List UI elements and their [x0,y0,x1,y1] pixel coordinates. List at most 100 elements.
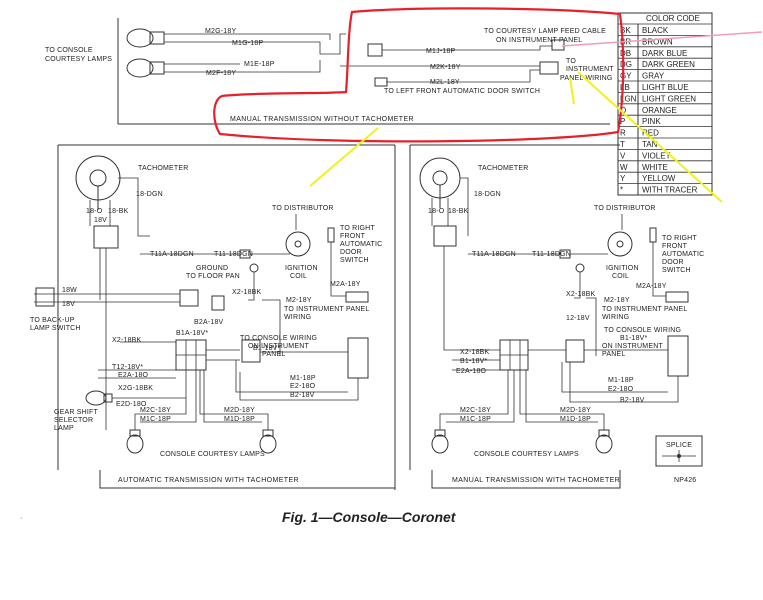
color-code-title: COLOR CODE [646,14,700,23]
connector-icon [539,61,559,75]
courtesy-lamp-icon [126,28,165,48]
wire-e2-18o: E2-18O [290,383,316,390]
color-code-name: DARK GREEN [642,60,695,69]
color-code-name: TAN [642,140,658,149]
connector-icon [367,43,383,57]
wire-m2d: M2D-18Y [224,407,255,414]
to-console-courtesy-lamps-label-2: COURTESY LAMPS [45,56,112,63]
color-code-abbrev: O [620,106,626,115]
top-diagram: TO CONSOLE COURTESY LAMPS M2G-18Y M1G-18… [45,18,614,125]
console-courtesy-lamp-icon [431,429,449,454]
color-code-abbrev: DG [620,60,632,69]
to-console-courtesy-lamps-label: TO CONSOLE [45,47,93,54]
wire-m1d: M1D-18P [224,416,255,423]
wire-m2-18y-r: M2-18Y [604,297,630,304]
courtesy-lamp-feed-label-2: ON INSTRUMENT PANEL [496,37,582,44]
wire-m1e-label: M1E-18P [244,61,275,68]
color-code-abbrev: LGN [620,94,637,103]
wire-m2l-label: M2L-18Y [430,79,460,86]
right-front-door-label: TO RIGHT [340,225,375,232]
wire-m1j-label: M1J-18P [426,48,456,55]
color-code-table: COLOR CODE BKBLACKBRBROWNDBDARK BLUEDGDA… [617,12,713,196]
wire-b1a: B1A-18V* [176,330,208,337]
wire-e2a: E2A-18O [118,372,149,379]
wire-m2a-r: M2A-18Y [636,283,667,290]
wire-t11a: T11A-18DGN [150,251,194,258]
yellow-arrow [569,77,575,105]
wire-b2-18v: B2-18V [290,392,315,399]
color-code-name: YELLOW [642,174,676,183]
wire-m2-18y: M2-18Y [286,297,312,304]
wire-18-o: 18-O [86,208,103,215]
backup-switch-label-2: LAMP SWITCH [30,325,81,332]
to-console-wiring-label-r-3: PANEL [602,351,625,358]
wire-m2a: M2A-18Y [330,281,361,288]
wire-t11a-r: T11A-18DGN [472,251,516,258]
right-front-door-label-3: AUTOMATIC [340,241,382,248]
color-code-abbrev: T [620,140,625,149]
gear-shift-label: GEAR SHIFT [54,409,99,416]
gear-shift-label-2: SELECTOR [54,417,93,424]
wire-18w: 18W [62,287,77,294]
ignition-coil-label-r: IGNITION [606,265,639,272]
wire-m2d-r: M2D-18Y [560,407,591,414]
color-code-abbrev: DB [620,49,631,58]
color-code-name: PINK [642,117,661,126]
ground-icon [575,263,585,273]
wire-m1-18p: M1-18P [290,375,316,382]
color-code-abbrev: Y [620,174,626,183]
wire-b1-18v-r: B1-18V* [460,358,488,365]
console-courtesy-lamp-icon [259,429,277,454]
ignition-coil-label-2: COIL [290,273,307,280]
right-front-door-label-r-4: DOOR [662,259,684,266]
figure-title: Fig. 1—Console—Coronet [282,509,457,525]
tachometer-label-r: TACHOMETER [478,165,528,172]
wire-b2-18v-r: B2-18V [620,397,645,404]
ignition-coil-label-r-2: COIL [612,273,629,280]
color-code-name: BLACK [642,26,669,35]
wire-b2a: B2A-18V [194,319,224,326]
console-courtesy-lamps-label: CONSOLE COURTESY LAMPS [160,451,265,458]
to-console-wiring-label-3: PANEL [262,351,285,358]
to-instrument-panel-label-r: TO INSTRUMENT PANEL [602,306,687,313]
yellow-arrow [577,71,723,203]
margin-mark: · [20,515,23,522]
wire-m2k-label: M2K-18Y [430,64,461,71]
to-console-wiring-label: TO CONSOLE WIRING [240,335,317,342]
color-code-abbrev: W [620,163,628,172]
wire-m2c-r: M2C-18Y [460,407,491,414]
color-code-abbrev: R [620,129,626,138]
tachometer-icon [419,157,461,208]
wire-m1c-r: M1C-18P [460,416,491,423]
left-diagram-caption: AUTOMATIC TRANSMISSION WITH TACHOMETER [118,477,299,484]
wire-x2g: X2G-18BK [118,385,153,392]
wire-18-dgn: 18-DGN [136,191,163,198]
wire-m1c: M1C-18P [140,416,171,423]
door-switch-connector-icon [374,77,388,87]
right-diagram: TACHOMETER 18-O 18-BK 18-DGN T11A-18DGN … [409,144,704,489]
wire-m2f-label: M2F-18Y [206,70,236,77]
pink-arrow [561,31,763,47]
color-code-abbrev: V [620,151,626,160]
to-console-wiring-label-r: TO CONSOLE WIRING [604,327,681,334]
color-code-name: WHITE [642,163,668,172]
color-code-name: LIGHT GREEN [642,94,696,103]
splice-legend: SPLICE [655,435,703,467]
to-left-front-door-switch-label: TO LEFT FRONT AUTOMATIC DOOR SWITCH [384,88,540,95]
ground-icon [249,263,259,273]
wire-m1-18p-r: M1-18P [608,377,634,384]
left-diagram: TACHOMETER 18-DGN 18-O 18-BK 18V T11A-18… [30,144,396,490]
right-front-door-label-4: DOOR [340,249,362,256]
wire-x2-18bk-r-top: X2-18BK [566,291,596,298]
wire-18v-b: 18V [62,301,75,308]
gear-shift-lamp-icon [85,390,113,406]
figure-code: NP426 [674,477,696,484]
right-center-connector [499,339,529,371]
color-code-name: DARK BLUE [642,49,687,58]
wire-18-dgn-r: 18-DGN [474,191,501,198]
to-console-wiring-label-2: ON INSTRUMENT [248,343,309,350]
to-instrument-panel-label-r-2: WIRING [602,314,629,321]
console-courtesy-lamp-icon [126,429,144,454]
color-code-abbrev: BK [620,26,631,35]
